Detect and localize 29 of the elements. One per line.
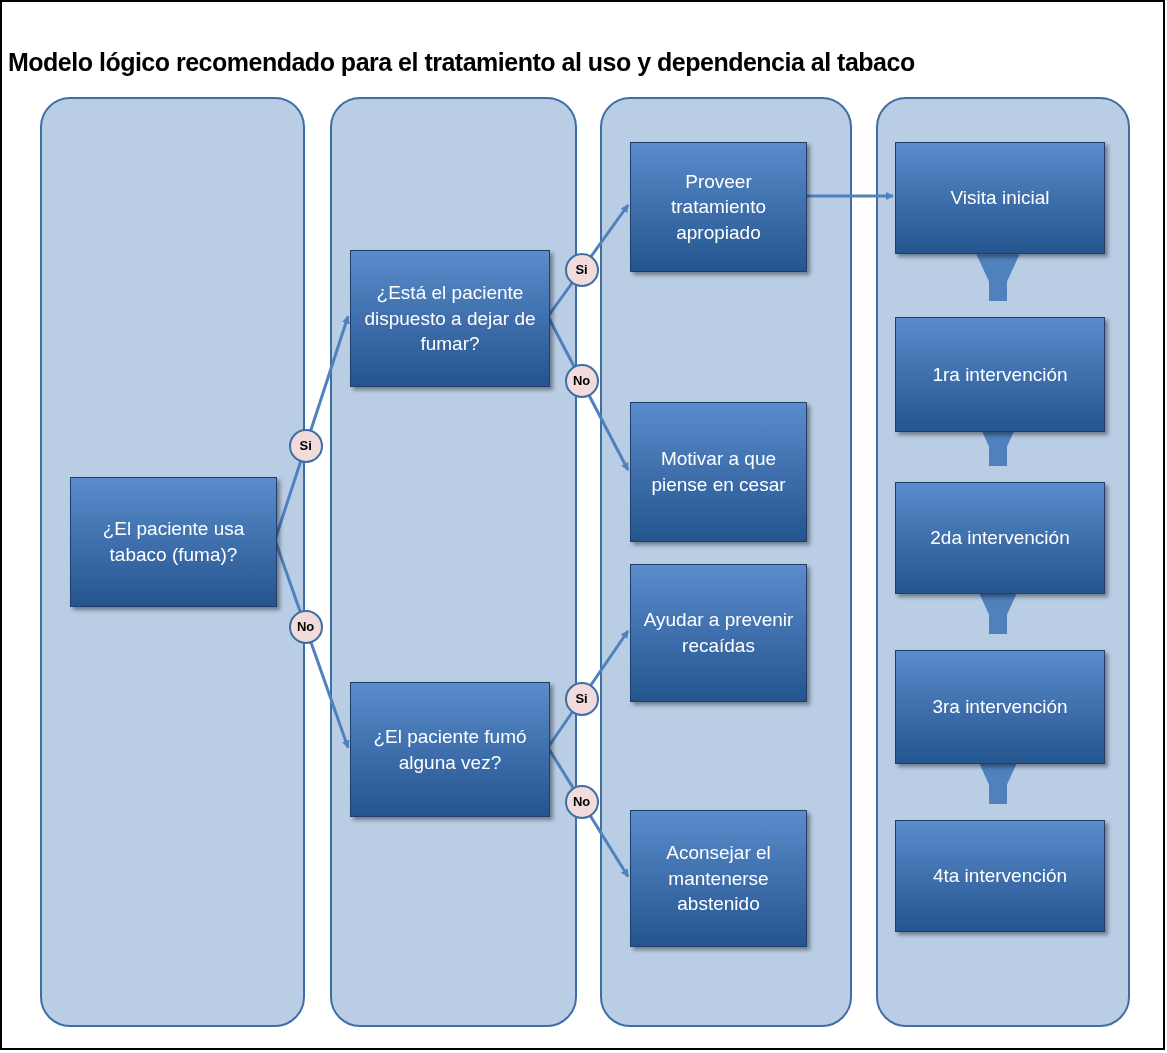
box-text: ¿El paciente usa tabaco (fuma)? [101,517,246,567]
box-text: Proveer tratamiento apropiado [669,169,767,245]
process-box [895,482,1105,594]
box-text: 3ra intervención [932,695,1068,720]
lane-panel [600,97,852,1027]
box-text: 2da intervención [930,526,1070,551]
box-text: 4ta intervención [932,864,1068,889]
arrow [805,192,894,200]
process-box [350,682,550,817]
box-text: 1ra intervención [932,362,1068,387]
box-text: Visita inicial [950,186,1050,211]
process-box [630,142,807,272]
process-box [350,250,550,387]
process-box [895,820,1105,932]
process-box [70,477,277,607]
box-text: ¿El paciente fumó alguna vez? [372,724,528,775]
process-box [895,650,1105,764]
box-text: Ayudar a prevenir recaídas [642,608,795,658]
process-box [630,564,807,702]
process-box [895,142,1105,254]
lane-panel [876,97,1130,1027]
process-box [630,810,807,947]
block-arrow [976,254,1020,301]
box-text: ¿Está el paciente dispuesto a dejar de fumar? [363,281,537,357]
process-box [630,402,807,542]
diagram-title: Modelo lógico recomendado para el tratamiento al uso y dependencia al tabaco [8,47,915,78]
box-text: Motivar a que piense en cesar [650,447,787,497]
box-text: Aconsejar el mantenerse abstenido [665,841,772,917]
process-box [895,317,1105,432]
